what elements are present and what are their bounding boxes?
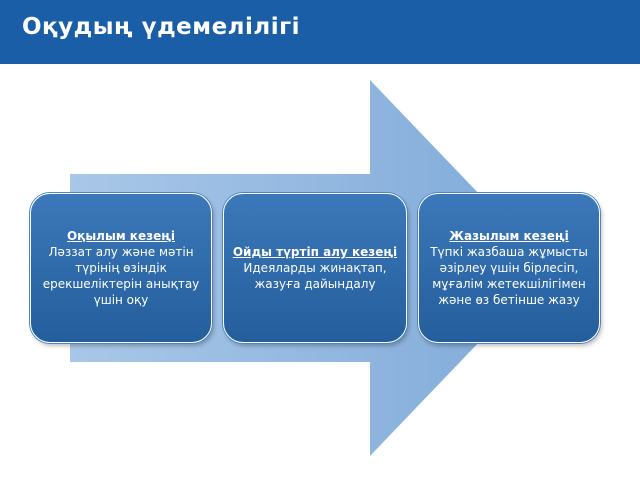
stage-title-notes: Ойды түртіп алу кезеңі [232, 245, 398, 259]
stage-title-reading: Оқылым кезеңі [66, 229, 176, 243]
title-bar: Оқудың үдемелілігі [0, 0, 640, 64]
stage-title-writing: Жазылым кезеңі [449, 229, 569, 243]
stage-box-reading: Оқылым кезеңі Ләззат алу және мәтін түрі… [30, 193, 212, 343]
stage-text-reading: Ләззат алу және мәтін түрінің өзіндік ер… [42, 245, 200, 307]
stage-text-writing: Түпкі жазбаша жұмысты әзірлеу үшін бірле… [430, 245, 588, 307]
stage-box-writing: Жазылым кезеңі Түпкі жазбаша жұмысты әзі… [418, 193, 600, 343]
stage-box-notes: Ойды түртіп алу кезеңі Идеяларды жинақта… [223, 193, 407, 343]
page-title: Оқудың үдемелілігі [22, 14, 301, 40]
stage-text-notes: Идеяларды жинақтап, жазуға дайындалу [243, 261, 387, 291]
